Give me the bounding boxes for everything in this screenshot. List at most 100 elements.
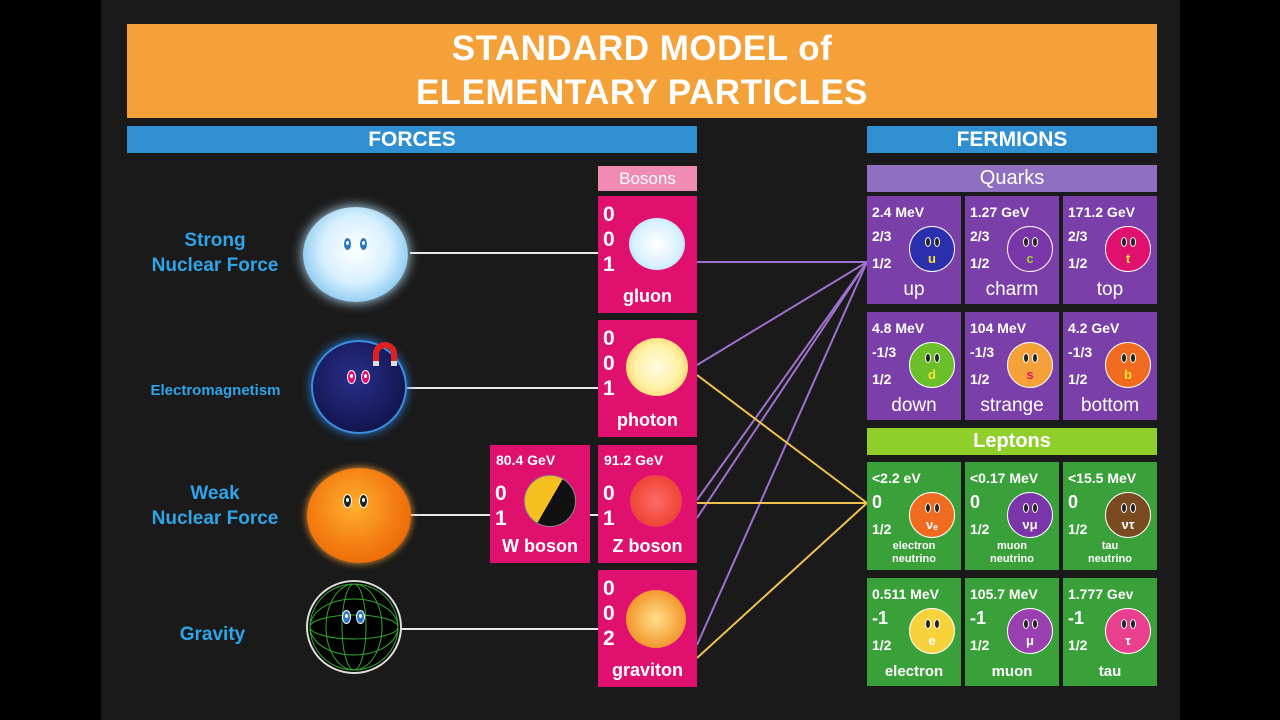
fermions-header: FERMIONS (867, 126, 1157, 153)
link-graviton-quarks (696, 261, 868, 646)
particle-mass: <15.5 MeV (1068, 470, 1137, 486)
boson-spin: 0 0 1 (603, 202, 615, 277)
particle-spin: 1/2 (1068, 255, 1088, 271)
particle-spin: 1/2 (1068, 521, 1088, 537)
boson-name: Z boson (612, 536, 683, 556)
particle-symbol: t (1125, 251, 1131, 266)
particle-mass: 105.7 MeV (970, 586, 1038, 602)
boson-name: graviton (611, 660, 683, 680)
particle-mass: 171.2 GeV (1068, 204, 1135, 220)
particle-name-line: muon (997, 540, 1027, 552)
quarks-header: Quarks (867, 165, 1157, 192)
particle-name: up (903, 279, 925, 300)
eye (361, 370, 370, 384)
eye (1130, 503, 1136, 513)
eye (1023, 353, 1029, 363)
eye (1032, 237, 1038, 247)
connector-em (405, 387, 598, 389)
eye (934, 237, 940, 247)
eye (1121, 503, 1127, 513)
particle-mass: 104 MeV (970, 320, 1027, 336)
eye (934, 619, 940, 629)
particle-symbol: ντ (1121, 517, 1135, 532)
particle-symbol: νₑ (925, 517, 939, 532)
magnet-icon (370, 342, 400, 368)
particle-symbol: d (928, 367, 936, 382)
quark-card-5: 4.2 GeV -1/3 1/2 b bottom (1063, 312, 1157, 420)
particle-spin: 1/2 (970, 255, 990, 271)
title-banner: STANDARD MODEL of ELEMENTARY PARTICLES (127, 24, 1157, 118)
eye (1130, 237, 1136, 247)
boson-spin: 0 1 (495, 481, 507, 531)
eye (934, 503, 940, 513)
eye (1121, 619, 1127, 629)
gluon-ball-icon (629, 218, 685, 270)
eye (343, 494, 352, 508)
z-boson-ball-icon (630, 475, 682, 527)
boson-name: gluon (623, 286, 672, 306)
boson-name: W boson (502, 536, 578, 556)
boson-spin: 0 0 1 (603, 326, 615, 401)
eye (1032, 353, 1038, 363)
particle-symbol: s (1026, 367, 1034, 382)
particle-ball-icon: b (1105, 342, 1151, 388)
particle-spin: 1/2 (1068, 637, 1088, 653)
particle-symbol: c (1026, 251, 1034, 266)
connector-gravity (400, 628, 598, 630)
eye (925, 619, 931, 629)
particle-mass: 1.777 Gev (1068, 586, 1134, 602)
eye (925, 237, 931, 247)
particle-charge: 0 (970, 492, 981, 512)
particle-spin: 1/2 (970, 521, 990, 537)
connector-strong (410, 252, 598, 254)
quark-links (696, 261, 868, 646)
particle-ball-icon: s (1007, 342, 1053, 388)
eye (1032, 503, 1038, 513)
force-label-line: Nuclear Force (151, 255, 279, 276)
connector-weak-w (410, 514, 490, 516)
particle-spin: 1/2 (872, 371, 892, 387)
boson-card-w: 80.4 GeV 0 1 W boson (490, 445, 590, 563)
particle-spin: 1/2 (970, 637, 990, 653)
eye (1130, 353, 1136, 363)
particle-name-line: tau (1101, 540, 1119, 552)
boson-value: 0 (603, 327, 615, 350)
boson-spin: 0 1 (603, 481, 615, 531)
particle-name-line: neutrino (1088, 553, 1132, 565)
particle-charge: -1/3 (1068, 344, 1093, 360)
particle-spin: 1/2 (1068, 371, 1088, 387)
eye (1023, 503, 1029, 513)
particle-mass: 4.8 MeV (872, 320, 925, 336)
eye (342, 610, 351, 624)
eye (359, 237, 368, 251)
bosons-header: Bosons (598, 166, 697, 191)
boson-value: 1 (495, 507, 507, 530)
title-line-2: ELEMENTARY PARTICLES (415, 73, 869, 112)
boson-value: 1 (603, 253, 615, 276)
eye (925, 503, 931, 513)
eye (1130, 619, 1136, 629)
force-label-line: Weak (190, 483, 240, 504)
particle-name: down (891, 395, 937, 416)
particle-name: tau (1098, 663, 1122, 680)
particle-symbol: e (928, 633, 936, 648)
particle-mass: 4.2 GeV (1068, 320, 1120, 336)
particle-name: bottom (1080, 395, 1140, 416)
gluon-force-ball (303, 207, 408, 302)
particle-charge: 2/3 (872, 228, 892, 244)
boson-spin: 0 0 2 (603, 576, 615, 651)
weak-force-ball (307, 468, 411, 563)
boson-name: photon (617, 410, 678, 430)
